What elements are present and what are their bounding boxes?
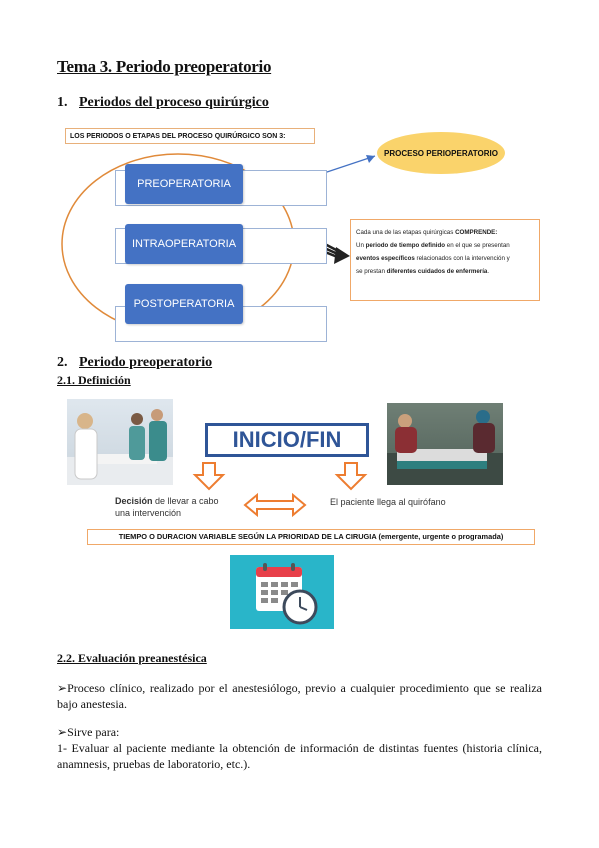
section-2-heading: 2. Periodo preoperatorio	[57, 355, 212, 371]
definition-diagram: INICIO/FIN Decisión de llevar a cabo una…	[57, 395, 547, 635]
section-2-title: Periodo preoperatorio	[79, 355, 213, 370]
perioperative-oval: PROCESO PERIOPERATORIO	[377, 132, 505, 174]
section-1-number: 1.	[57, 95, 68, 110]
decision-caption: Decisión de llevar a cabo una intervenci…	[115, 496, 219, 518]
doctor-patient-photo	[67, 399, 173, 485]
bullet-2-text: Sirve para:	[67, 725, 120, 739]
bullet-glyph-2: ➢	[57, 725, 68, 739]
flow-arrows	[192, 462, 368, 518]
bullet-1: ➢Proceso clínico, realizado por el anest…	[57, 680, 542, 712]
subsection-2-1-title: 2.1. Definición	[57, 373, 131, 387]
note-line-3: eventos específicos relacionados con la …	[356, 255, 510, 262]
note-line-2: Un periodo de tiempo definido en el que …	[356, 242, 510, 249]
stage-intraoperatoria: INTRAOPERATORIA	[125, 224, 243, 264]
periods-header: LOS PERIODOS O ETAPAS DEL PROCESO QUIRÚR…	[65, 128, 315, 144]
numbered-item-1: 1- Evaluar al paciente mediante la obten…	[57, 741, 542, 771]
doctor-patient-illustration	[67, 409, 173, 485]
note-line-1: Cada una de las etapas quirúrgicas COMPR…	[356, 229, 498, 236]
section-1-title: Periodos del proceso quirúrgico	[79, 95, 269, 110]
perioperative-diagram: LOS PERIODOS O ETAPAS DEL PROCESO QUIRÚR…	[57, 122, 547, 342]
arrival-caption: El paciente llega al quirófano	[330, 497, 446, 507]
section-1-heading: 1. Periodos del proceso quirúrgico	[57, 95, 269, 111]
operating-room-photo	[387, 403, 503, 485]
bullet-1-text: Proceso clínico, realizado por el aneste…	[57, 681, 542, 711]
bullet-glyph-1: ➢	[57, 681, 68, 695]
stage-note-box: Cada una de las etapas quirúrgicas COMPR…	[350, 219, 540, 301]
inicio-fin-box: INICIO/FIN	[205, 423, 369, 457]
bullet-2: ➢Sirve para:	[57, 724, 542, 740]
note-line-4: se prestan diferentes cuidados de enferm…	[356, 268, 490, 275]
operating-room-illustration	[387, 410, 503, 485]
calendar-clock-icon	[256, 563, 318, 625]
calendar-tile	[230, 555, 334, 629]
stage-preoperatoria: PREOPERATORIA	[125, 164, 243, 204]
section-2-number: 2.	[57, 355, 68, 370]
subsection-2-2-title: 2.2. Evaluación preanestésica	[57, 651, 207, 665]
duration-banner: TIEMPO O DURACION VARIABLE SEGÚN LA PRIO…	[87, 529, 535, 545]
page-title: Tema 3. Periodo preoperatorio	[57, 57, 272, 76]
stage-postoperatoria: POSTOPERATORIA	[125, 284, 243, 324]
